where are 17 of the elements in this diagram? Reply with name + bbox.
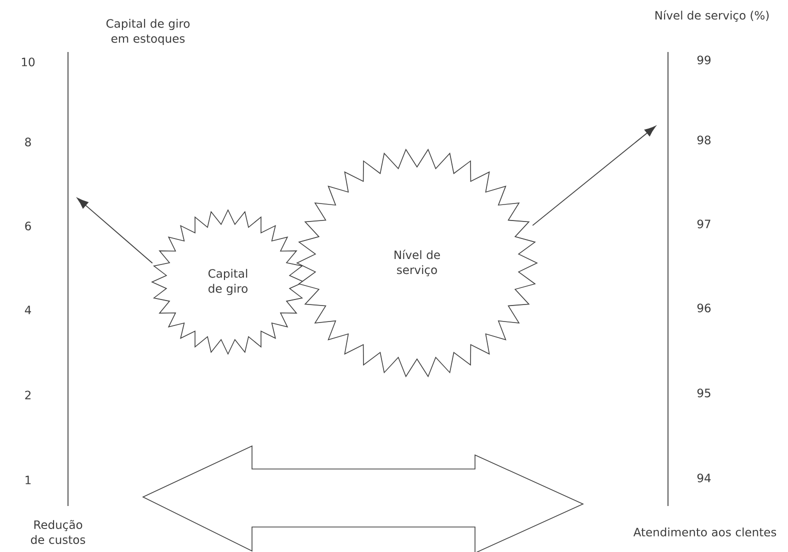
axis-title: Capital de giro em estoques	[106, 18, 190, 46]
tick-label: 8	[25, 138, 31, 146]
axis-title: Nível de serviço (%)	[656, 10, 769, 22]
tick-label: 97	[697, 220, 710, 228]
axis-end-label: Atendimento aos clentes	[633, 528, 776, 536]
tick-label: 96	[697, 304, 711, 312]
tick-label: 98	[697, 136, 711, 144]
tick-label: 6	[25, 222, 31, 230]
tick-label: 95	[697, 388, 710, 398]
tick-label: 1	[26, 476, 31, 484]
tick-label: 2	[25, 390, 31, 400]
tick-label: 94	[697, 474, 711, 482]
arrow	[77, 198, 153, 264]
tick-label: 4	[24, 306, 32, 314]
tick-label: 99	[697, 56, 710, 64]
axis-end-label: Redução de custos	[30, 520, 86, 544]
tick-label: 10	[22, 58, 35, 66]
